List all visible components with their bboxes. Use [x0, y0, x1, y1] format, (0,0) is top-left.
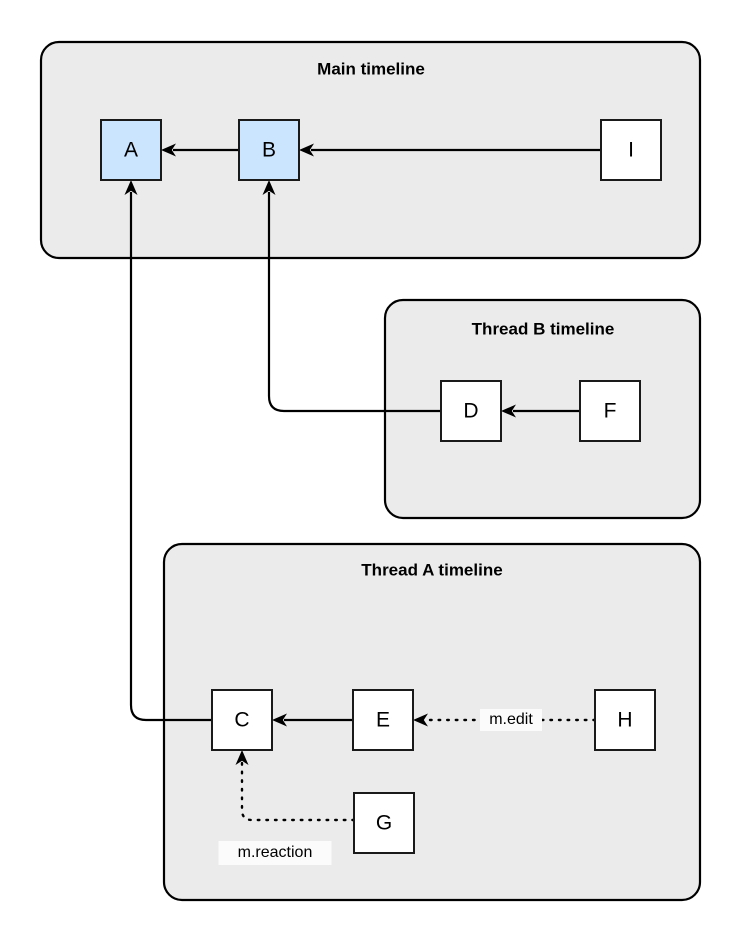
- arrowhead-B-to-A: [161, 143, 176, 157]
- event-node-g[interactable]: G: [353, 792, 415, 854]
- edge-label-H-to-E: m.edit: [489, 711, 533, 728]
- group-container-thread-a: [162, 542, 702, 902]
- event-node-f[interactable]: F: [579, 380, 641, 442]
- event-node-label-h: H: [617, 709, 632, 732]
- event-node-box-g[interactable]: [353, 792, 415, 854]
- event-node-box-d[interactable]: [440, 380, 502, 442]
- event-node-label-i: I: [628, 139, 634, 162]
- event-node-label-e: E: [376, 709, 390, 732]
- arrowhead-D-to-B: [262, 180, 276, 195]
- event-node-label-d: D: [463, 400, 478, 423]
- event-node-box-h[interactable]: [594, 689, 656, 751]
- arrowhead-C-to-A: [124, 180, 138, 195]
- event-node-e[interactable]: E: [352, 689, 414, 751]
- event-node-b[interactable]: B: [238, 119, 300, 181]
- event-node-box-a[interactable]: [100, 119, 162, 181]
- edge-label-bg-H-to-E: [480, 709, 542, 731]
- arrowhead-E-to-C: [272, 713, 287, 727]
- group-container-thread-b: [383, 298, 702, 520]
- edge-D-to-B: [267, 192, 441, 413]
- event-node-a[interactable]: A: [100, 119, 162, 181]
- arrowhead-H-to-E: [413, 713, 428, 727]
- edge-label-bg-G-to-C: [218, 841, 332, 865]
- nodes-layer: A B I D F C E H G: [100, 119, 662, 854]
- event-node-box-f[interactable]: [579, 380, 641, 442]
- event-node-label-c: C: [234, 709, 249, 732]
- event-node-d[interactable]: D: [440, 380, 502, 442]
- edge-C-to-A: [129, 192, 212, 722]
- event-node-box-c[interactable]: [211, 689, 273, 751]
- edge-labels-layer: m.edit m.reaction: [218, 709, 542, 865]
- event-node-label-f: F: [604, 400, 617, 423]
- event-node-box-b[interactable]: [238, 119, 300, 181]
- group-title-thread-a: Thread A timeline: [361, 560, 502, 579]
- event-node-label-a: A: [124, 139, 138, 162]
- event-node-c[interactable]: C: [211, 689, 273, 751]
- group-title-main: Main timeline: [317, 59, 425, 78]
- event-node-i[interactable]: I: [600, 119, 662, 181]
- arrowhead-G-to-C: [235, 750, 249, 765]
- event-node-h[interactable]: H: [594, 689, 656, 751]
- group-title-thread-b: Thread B timeline: [472, 319, 615, 338]
- event-node-box-i[interactable]: [600, 119, 662, 181]
- edge-label-G-to-C: m.reaction: [238, 844, 313, 861]
- arrowhead-I-to-B: [299, 143, 314, 157]
- event-node-label-g: G: [376, 812, 392, 835]
- event-node-label-b: B: [262, 139, 276, 162]
- event-node-box-e[interactable]: [352, 689, 414, 751]
- arrowhead-F-to-D: [501, 404, 516, 418]
